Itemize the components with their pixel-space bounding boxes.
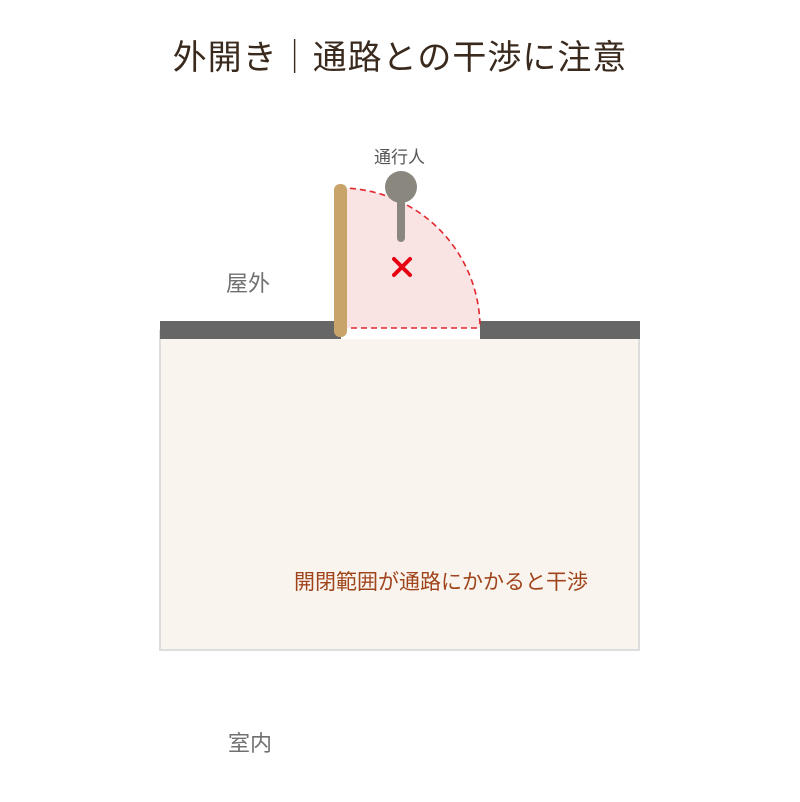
door-leaf [334, 184, 347, 337]
cross-icon [392, 257, 412, 277]
wall-left [160, 321, 341, 339]
outside-label: 屋外 [226, 272, 271, 297]
person-icon [385, 171, 417, 242]
door-swing-arc [339, 187, 481, 329]
room-floor [159, 330, 640, 651]
passerby-label: 通行人 [374, 148, 425, 168]
diagram-title: 外開き｜通路との干渉に注意 [172, 38, 628, 78]
inside-label: 室内 [228, 732, 273, 757]
wall-right [480, 321, 640, 339]
interference-note: 開閉範囲が通路にかかると干渉 [294, 570, 588, 594]
